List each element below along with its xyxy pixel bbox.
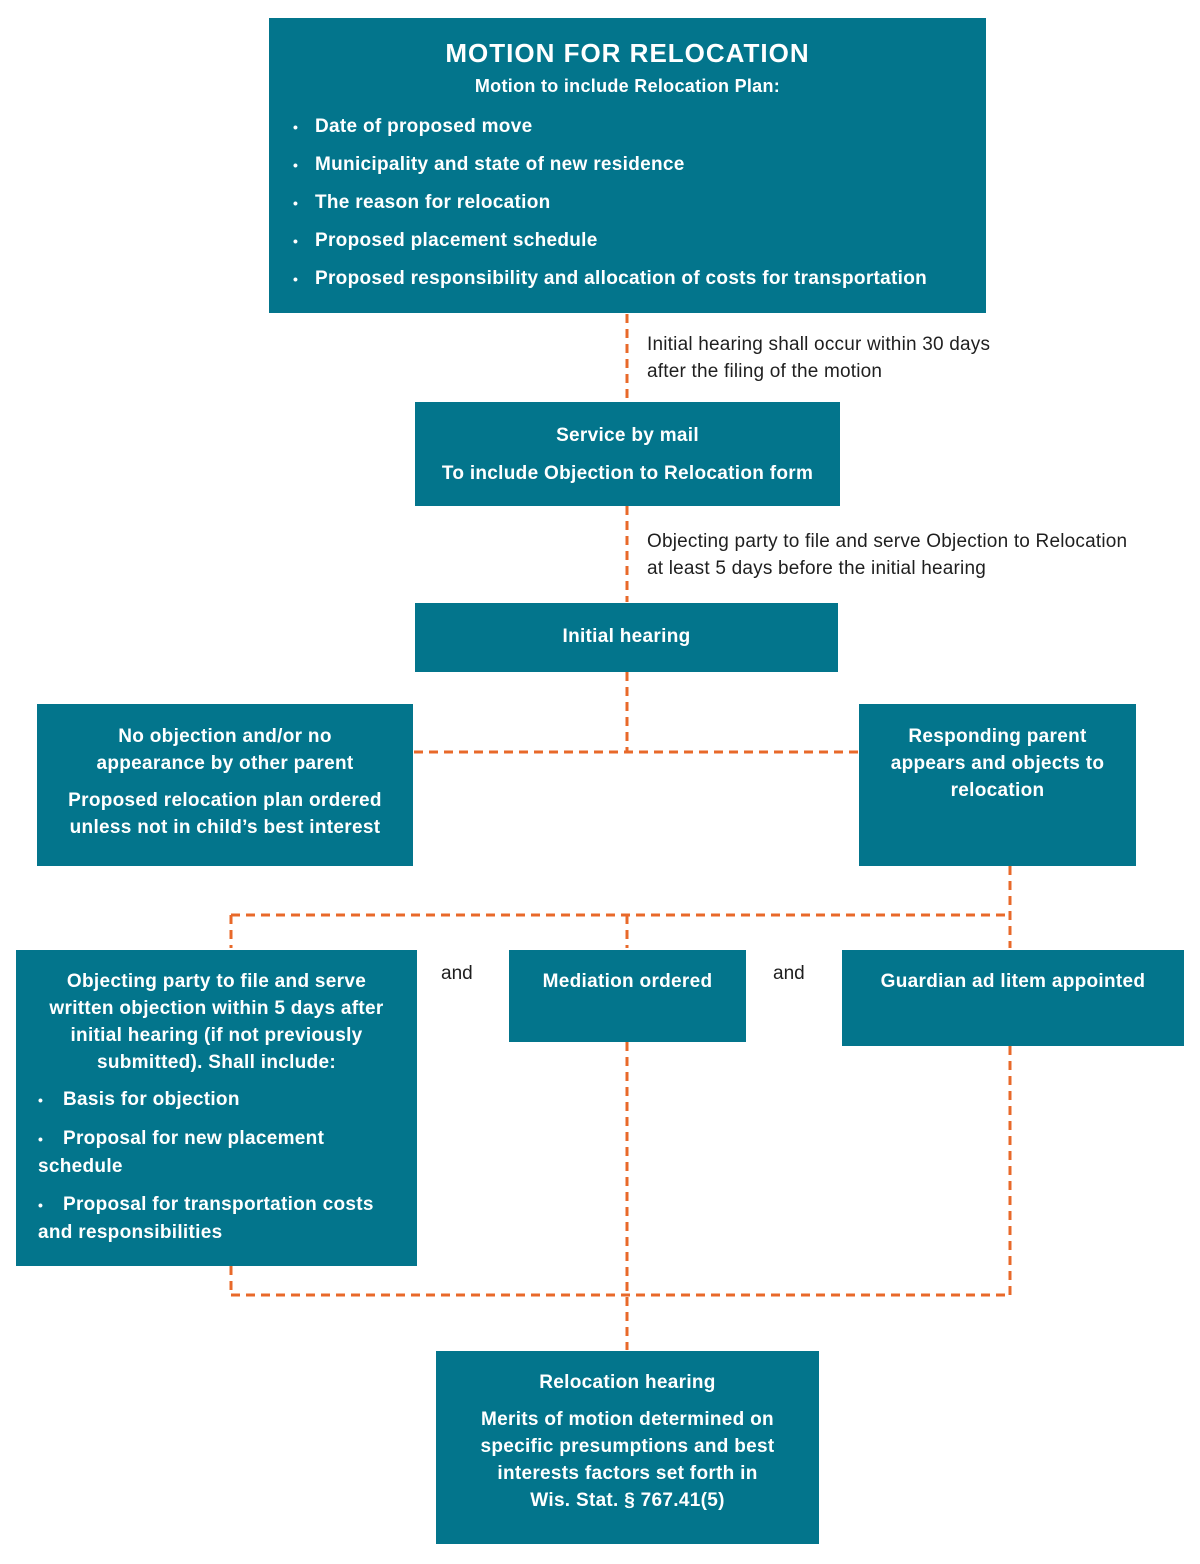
initial-hearing-timing-note: Initial hearing shall occur within 30 da… [647, 334, 991, 382]
motion-subtitle: Motion to include Relocation Plan: [474, 76, 781, 96]
initial-hearing-title: Initial hearing [562, 626, 691, 647]
and-label-right: and [773, 963, 805, 984]
guardian-title: Guardian ad litem appointed [880, 971, 1146, 992]
objection-filing-note: Objecting party to file and serve Object… [647, 531, 1128, 579]
objection-contents-list: •Basis for objection •Proposal for new p… [38, 1086, 405, 1246]
mediation-ordered-box: Mediation ordered [509, 950, 746, 1042]
relocation-hearing-box: Relocation hearing Merits of motion dete… [436, 1351, 819, 1544]
service-text: To include Objection to Relocation form [441, 463, 814, 484]
list-item: •The reason for relocation [293, 192, 551, 213]
service-by-mail-box: Service by mail To include Objection to … [415, 402, 840, 506]
list-item: •Basis for objection [38, 1089, 240, 1110]
no-objection-box: No objection and/or no appearance by oth… [37, 704, 413, 866]
list-item: •Date of proposed move [293, 116, 533, 137]
motion-requirements-list: •Date of proposed move •Municipality and… [293, 108, 986, 298]
responding-parent-box: Responding parent appears and objects to… [859, 704, 1136, 866]
motion-title: MOTION FOR RELOCATION [445, 38, 810, 68]
list-item: •Proposed placement schedule [293, 230, 598, 251]
list-item: •Proposed responsibility and allocation … [293, 268, 928, 289]
relocation-hearing-title: Relocation hearing [539, 1372, 716, 1393]
list-item: •Municipality and state of new residence [293, 154, 685, 175]
initial-hearing-box: Initial hearing [415, 603, 838, 672]
motion-for-relocation-box: MOTION FOR RELOCATION Motion to include … [269, 18, 986, 313]
guardian-ad-litem-box: Guardian ad litem appointed [842, 950, 1184, 1046]
objecting-party-box: Objecting party to file and serve writte… [16, 950, 417, 1266]
mediation-title: Mediation ordered [542, 971, 713, 992]
service-title: Service by mail [556, 425, 699, 446]
and-label-left: and [441, 963, 473, 984]
